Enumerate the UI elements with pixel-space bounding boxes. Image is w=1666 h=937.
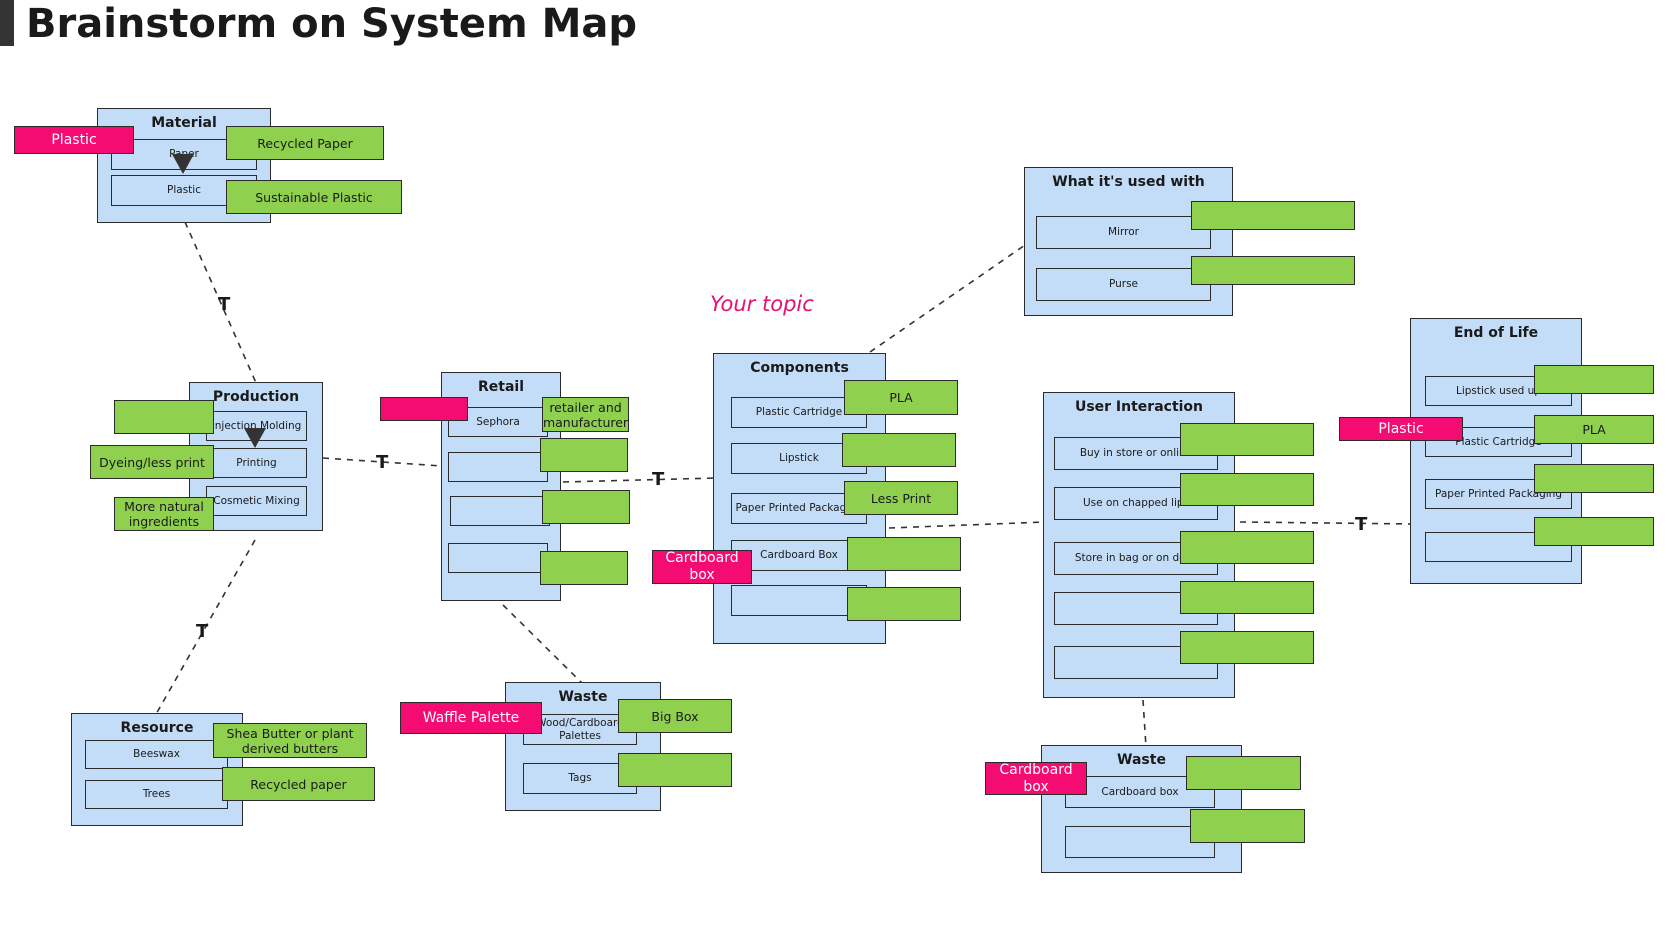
components-title: Components: [750, 360, 849, 376]
green-sticky-note[interactable]: [1180, 423, 1314, 456]
resource-item[interactable]: Beeswax: [85, 740, 228, 769]
pink-sticky-note[interactable]: Cardboard box: [652, 550, 752, 584]
used-with-item[interactable]: Mirror: [1036, 216, 1211, 249]
green-sticky-note[interactable]: Recycled Paper: [226, 126, 384, 160]
production-item[interactable]: Cosmetic Mixing: [206, 486, 307, 516]
material-title: Material: [151, 115, 217, 131]
used-with-title: What it's used with: [1052, 174, 1205, 190]
green-sticky-note[interactable]: [542, 490, 630, 524]
retail-item[interactable]: [448, 543, 548, 573]
arrow-down-icon: [172, 154, 194, 174]
connector-label: T: [1355, 514, 1368, 535]
components-item[interactable]: Cardboard Box: [731, 540, 867, 571]
connector-label: T: [652, 469, 665, 490]
waste-retail-title: Waste: [558, 689, 608, 705]
user-interaction-title: User Interaction: [1074, 399, 1204, 415]
waste-user-title: Waste: [1117, 752, 1166, 768]
green-sticky-note[interactable]: [1180, 473, 1314, 506]
green-sticky-note[interactable]: [1190, 809, 1305, 843]
link-user-endoflife: [1239, 521, 1416, 525]
resource-title: Resource: [120, 720, 194, 736]
green-sticky-note[interactable]: Dyeing/less print: [90, 445, 214, 479]
green-sticky-note[interactable]: [540, 438, 628, 472]
pink-sticky-note[interactable]: Plastic: [1339, 417, 1463, 441]
green-sticky-note[interactable]: [1180, 531, 1314, 564]
arrow-down-icon: [244, 428, 266, 448]
green-sticky-note[interactable]: [1180, 581, 1314, 614]
green-sticky-note[interactable]: retailer and manufacturer: [542, 397, 629, 432]
link-user-waste: [1142, 699, 1147, 748]
production-title: Production: [212, 389, 300, 405]
green-sticky-note[interactable]: [1534, 365, 1654, 394]
connector-label: T: [196, 621, 209, 642]
link-components-user: [888, 521, 1046, 529]
green-sticky-note[interactable]: Shea Butter or plant derived butters: [213, 723, 367, 758]
pink-sticky-note[interactable]: [380, 397, 468, 421]
page-title: Brainstorm on System Map: [26, 1, 637, 47]
green-sticky-note[interactable]: [618, 753, 732, 787]
retail-item[interactable]: [448, 452, 548, 482]
green-sticky-note[interactable]: PLA: [844, 380, 958, 415]
green-sticky-note[interactable]: [847, 537, 961, 571]
green-sticky-note[interactable]: [842, 433, 956, 467]
green-sticky-note[interactable]: PLA: [1534, 415, 1654, 444]
retail-item[interactable]: [450, 496, 550, 526]
green-sticky-note[interactable]: Recycled paper: [222, 767, 375, 801]
green-sticky-note[interactable]: [540, 551, 628, 585]
pink-sticky-note[interactable]: Plastic: [14, 126, 134, 154]
green-sticky-note[interactable]: [1534, 464, 1654, 493]
green-sticky-note[interactable]: [1186, 756, 1301, 790]
green-sticky-note[interactable]: [1180, 631, 1314, 664]
components-item[interactable]: [731, 585, 867, 616]
green-sticky-note[interactable]: Sustainable Plastic: [226, 180, 402, 214]
link-retail-components: [562, 477, 718, 483]
used-with-item[interactable]: Purse: [1036, 268, 1211, 301]
your-topic-label: Your topic: [710, 292, 814, 316]
green-sticky-note[interactable]: Big Box: [618, 699, 732, 733]
green-sticky-note[interactable]: [1534, 517, 1654, 546]
green-sticky-note[interactable]: Less Print: [844, 481, 958, 515]
connector-label: T: [376, 452, 389, 473]
connector-label: T: [218, 294, 231, 315]
green-sticky-note[interactable]: [847, 587, 961, 621]
green-sticky-note[interactable]: More natural ingredients: [114, 497, 214, 531]
pink-sticky-note[interactable]: Cardboard box: [985, 762, 1087, 795]
end-of-life-title: End of Life: [1453, 325, 1539, 341]
green-sticky-note[interactable]: [1191, 256, 1355, 285]
title-accent-bar: [0, 0, 14, 46]
link-retail-waste: [502, 604, 586, 687]
link-components-usedwith: [869, 242, 1029, 353]
resource-item[interactable]: Trees: [85, 780, 228, 809]
green-sticky-note[interactable]: [1191, 201, 1355, 230]
production-item[interactable]: Printing: [206, 448, 307, 478]
green-sticky-note[interactable]: [114, 400, 214, 434]
pink-sticky-note[interactable]: Waffle Palette: [400, 702, 542, 734]
retail-title: Retail: [477, 379, 524, 395]
